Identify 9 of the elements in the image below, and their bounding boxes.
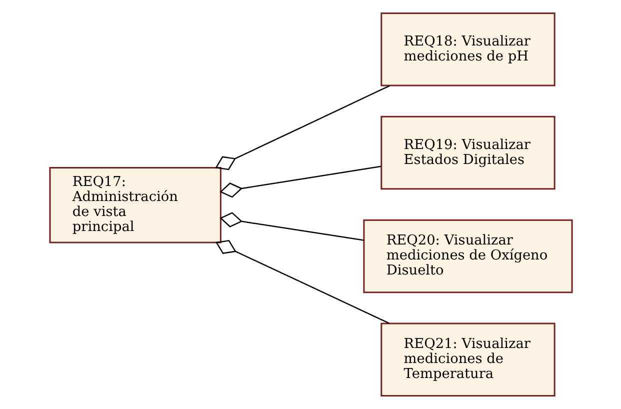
connector	[219, 212, 364, 241]
connector	[214, 240, 390, 324]
connector	[214, 85, 390, 170]
node-box: REQ17: Administración de vista principal	[48, 167, 221, 244]
node-box: REQ19: Visualizar Estados Digitales	[380, 116, 555, 190]
connector	[219, 166, 381, 198]
node-box: REQ18: Visualizar mediciones de pH	[380, 12, 555, 86]
node-box: REQ21: Visualizar mediciones de Temperatura	[380, 322, 555, 396]
node-box: REQ20: Visualizar mediciones de Oxígeno Disuelto	[362, 219, 572, 294]
